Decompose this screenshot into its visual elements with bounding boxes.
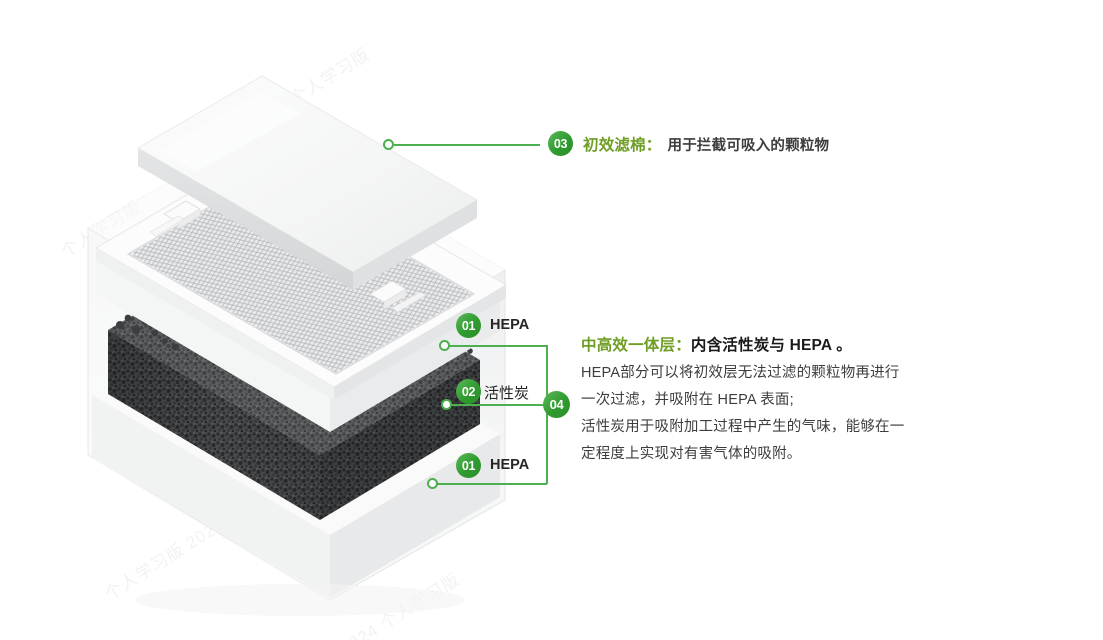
- callout-04-heading: 中高效一体层：内含活性炭与 HEPA 。: [581, 333, 904, 355]
- lower-hepa-right: [330, 434, 500, 598]
- layer-hepa-top-badge: 01: [456, 313, 481, 338]
- callout-04-body-line: 一次过滤，并吸附在 HEPA 表面;: [581, 392, 794, 408]
- carbon-right-shade: [320, 360, 480, 520]
- layer-hepa-bottom-badge: 01: [456, 453, 481, 478]
- callout-03-leader-line: [394, 144, 540, 146]
- callout-03-heading: 初效滤棉： 用于拦截可吸入的颗粒物: [583, 133, 829, 155]
- callout-04-body-line: HEPA部分可以将初效层无法过滤的颗粒物再进行: [581, 365, 900, 381]
- callout-04-body-line: 活性炭用于吸附加工过程中产生的气味，能够在一: [581, 419, 905, 435]
- layer-carbon-badge: 02: [456, 379, 481, 404]
- filter-tray-left-lip: [96, 248, 334, 400]
- callout-04-heading-rest: 内含活性炭与 HEPA 。: [690, 337, 852, 354]
- layer-carbon-label: 活性炭: [484, 385, 530, 402]
- layer-hepa-top-label: HEPA: [490, 317, 530, 333]
- carbon-left-shade: [108, 330, 320, 520]
- bracket-line-bottom: [437, 483, 547, 485]
- callout-03-text: 初效滤棉： 用于拦截可吸入的颗粒物: [583, 133, 829, 155]
- callout-04-text: 中高效一体层：内含活性炭与 HEPA 。 HEPA部分可以将初效层无法过滤的颗粒…: [581, 333, 904, 468]
- lower-hepa-left: [92, 395, 330, 598]
- top-cover-panel-front-edge: [138, 148, 353, 290]
- carbon-right-face: [320, 360, 480, 520]
- exploded-air-filter-illustration: [87, 75, 507, 616]
- housing-band-left: [96, 255, 330, 432]
- bracket-line-middle: [451, 404, 547, 406]
- callout-04-heading-highlight: 中高效一体层：: [581, 337, 691, 354]
- callout-04-body-line: 定程度上实现对有害气体的吸附。: [581, 446, 802, 462]
- callout-03-description: 用于拦截可吸入的颗粒物: [667, 138, 830, 154]
- bracket-line-top: [449, 345, 547, 347]
- top-cover-panel-right-edge: [353, 200, 477, 290]
- layer-hepa-bottom-label: HEPA: [490, 457, 530, 473]
- callout-03-badge: 03: [548, 131, 573, 156]
- callout-03-heading-highlight: 初效滤棉：: [583, 137, 662, 154]
- callout-04-badge: 04: [543, 391, 570, 418]
- callout-03-anchor-dot: [383, 139, 394, 150]
